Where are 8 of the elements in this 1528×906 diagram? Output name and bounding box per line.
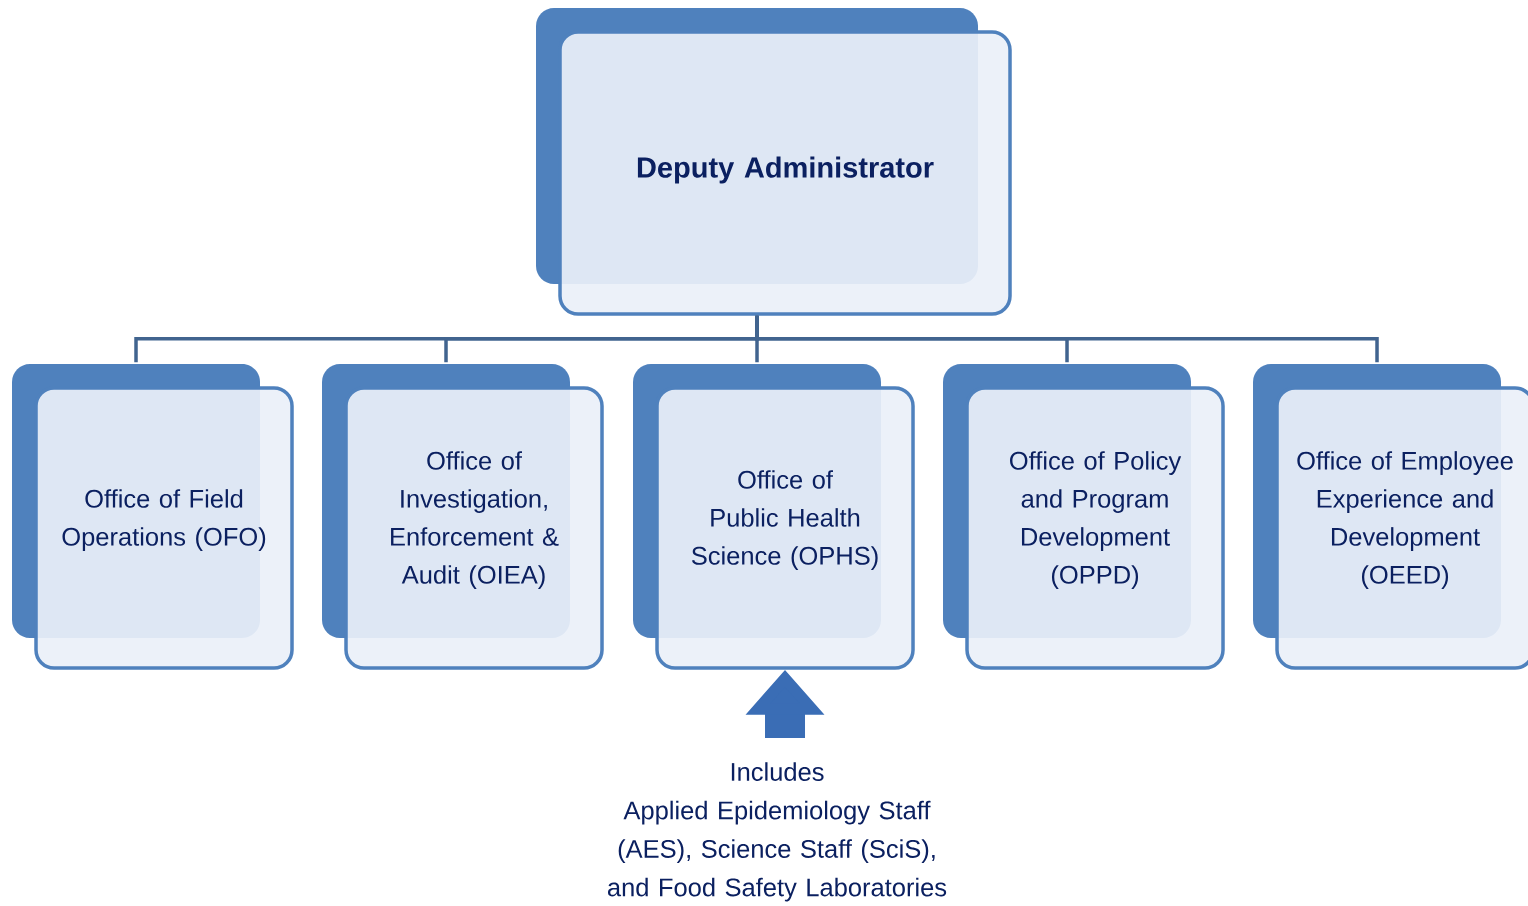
box: Office of Field Operations (OFO): [12, 364, 294, 670]
note-text: Includes Applied Epidemiology Staff (AES), Science Staff (SciS), and Food Safety Laboratories: [608, 762, 947, 902]
box: Office of Employee Experience and Development (OEED): [1253, 364, 1528, 670]
top-box: Deputy Administrator: [536, 8, 1012, 316]
box: Office of Investigation, Enforcement & Audit (OIEA): [322, 364, 604, 670]
connector: [755, 315, 1379, 363]
box: Office of Policy and Program Development (OPPD): [943, 364, 1225, 670]
box: Office of Public Health Science (OPHS): [633, 364, 915, 670]
